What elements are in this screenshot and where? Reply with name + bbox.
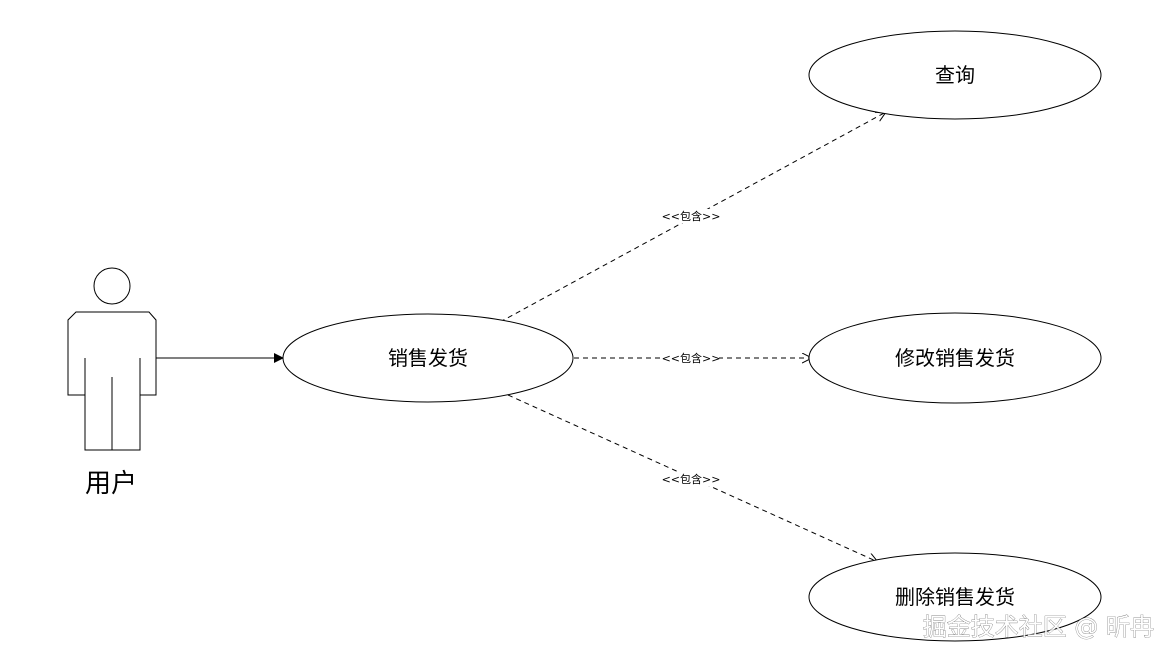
- use-case-modify-label: 修改销售发货: [895, 346, 1015, 370]
- use-case-delete[interactable]: 删除销售发货: [808, 552, 1102, 642]
- include-label-modify: <<包含>>: [662, 351, 721, 365]
- use-case-main-ellipse: [282, 313, 574, 403]
- use-case-delete-ellipse: [808, 552, 1102, 642]
- actor-head: [93, 267, 131, 305]
- use-case-delete-label: 删除销售发货: [895, 585, 1015, 609]
- actor-label: 用户: [85, 469, 137, 499]
- use-case-query[interactable]: 查询: [808, 30, 1102, 120]
- include-label-bg-modify: [663, 351, 719, 365]
- include-label-query: <<包含>>: [662, 209, 721, 223]
- include-label-delete: <<包含>>: [662, 472, 721, 486]
- include-label-bg-delete: [663, 472, 719, 486]
- use-case-modify[interactable]: 修改销售发货: [808, 312, 1102, 404]
- use-case-main-label: 销售发货: [388, 346, 468, 370]
- watermark: 掘金技术社区 @ 昕冉: [923, 613, 1154, 641]
- include-label-bg-query: [663, 209, 719, 223]
- use-case-modify-ellipse: [808, 312, 1102, 404]
- use-case-query-ellipse: [808, 30, 1102, 120]
- use-case-main[interactable]: 销售发货: [282, 313, 574, 403]
- actor-user[interactable]: 用户: [67, 267, 157, 499]
- use-case-query-label: 查询: [935, 63, 975, 87]
